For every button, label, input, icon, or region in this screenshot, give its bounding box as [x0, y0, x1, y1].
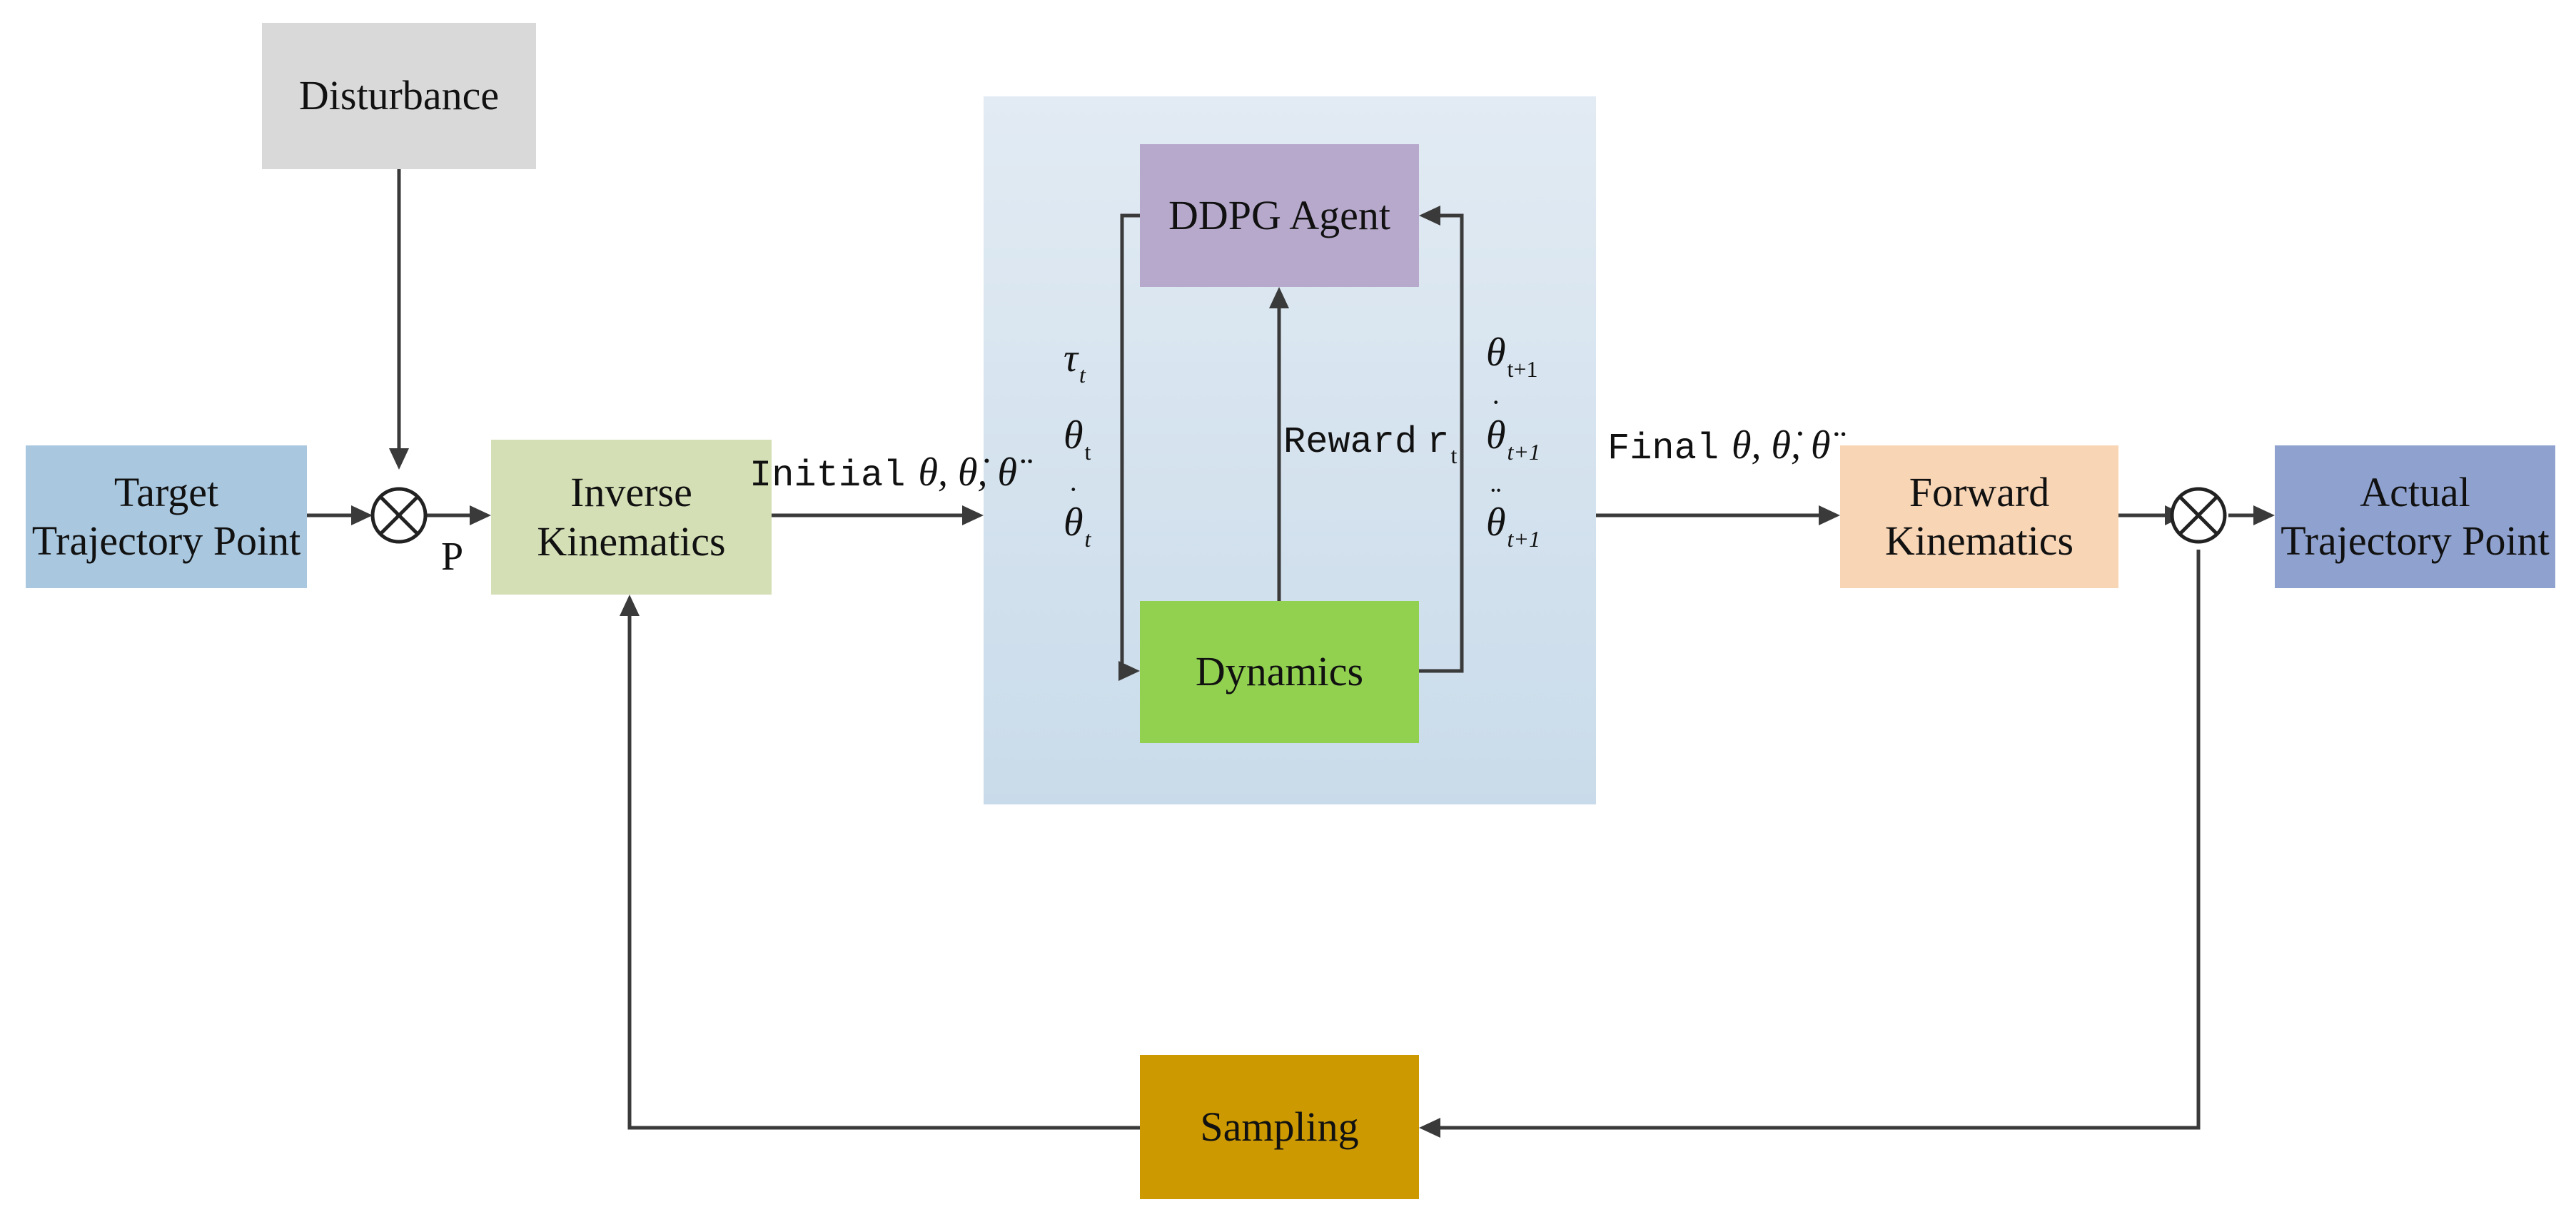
arrowhead-dynamics-left	[1118, 661, 1140, 681]
target-trajectory-block: Target Trajectory Point	[26, 445, 307, 588]
reward-text: Reward	[1283, 421, 1418, 463]
left-thetadot-label: ˙θt	[1064, 480, 1091, 552]
arrowhead-target-sum	[351, 505, 373, 525]
arrowhead-rl-in	[962, 505, 984, 525]
left-theta-label: θt	[1064, 413, 1091, 465]
sum2-cross-b	[2178, 495, 2218, 535]
final-label: Final θ, θ̇, θ̈	[1607, 423, 1831, 470]
left-thetadot: θ	[1064, 500, 1084, 545]
ddpg-agent-block: DDPG Agent	[1140, 144, 1419, 287]
actual-trajectory-block: Actual Trajectory Point	[2275, 445, 2555, 588]
arrowhead-inverse	[470, 505, 491, 525]
reward-r: r	[1427, 421, 1450, 463]
inverse-label-line1: Inverse	[570, 469, 692, 516]
initial-label: Initial θ, θ̇, θ̈	[749, 450, 1017, 497]
reward-sub: t	[1450, 443, 1458, 468]
forward-label-line2: Kinematics	[1884, 517, 2074, 564]
arrowhead-sampling	[1419, 1118, 1440, 1138]
disturbance-label: Disturbance	[298, 72, 500, 119]
arrowhead-actual	[2253, 505, 2275, 525]
left-thetadot-sub: t	[1084, 526, 1091, 552]
final-theta-triplet: θ, θ̇, θ̈	[1732, 423, 1831, 468]
p-text: P	[441, 535, 464, 579]
arrow-feedback-to-sampling	[1440, 550, 2201, 1130]
arrow-sampling-to-inverse	[627, 615, 1140, 1130]
forward-kinematics-block: Forward Kinematics	[1840, 445, 2118, 588]
right-theta-sub: t+1	[1507, 356, 1538, 382]
arrow-dynamics-to-ddpg-right	[1419, 213, 1464, 673]
final-text: Final	[1607, 428, 1719, 470]
right-thetadot: θ	[1486, 413, 1506, 458]
sampling-block: Sampling	[1140, 1055, 1419, 1199]
sampling-label: Sampling	[1200, 1103, 1359, 1150]
left-theta: θ	[1064, 413, 1084, 458]
ddpg-label: DDPG Agent	[1168, 191, 1390, 238]
left-tau-sub: t	[1079, 362, 1086, 388]
left-tau: τ	[1064, 336, 1079, 380]
right-thetaddot-sub: t+1	[1507, 526, 1540, 552]
inverse-label-line2: Kinematics	[537, 517, 726, 565]
arrow-ddpg-to-dynamics	[1118, 213, 1140, 673]
actual-label-line1: Actual	[2360, 468, 2470, 515]
reward-label: Reward rt	[1283, 421, 1457, 469]
dynamics-label: Dynamics	[1195, 648, 1364, 695]
arrowhead-disturbance-sum	[389, 448, 409, 470]
arrowhead-ddpg-up	[1269, 287, 1289, 308]
target-label-line2: Trajectory Point	[31, 517, 301, 564]
left-theta-sub: t	[1084, 439, 1091, 465]
forward-label-line1: Forward	[1909, 468, 2050, 515]
dynamics-block: Dynamics	[1140, 601, 1419, 743]
right-thetadot-label: ˙θt+1	[1486, 393, 1540, 465]
right-theta: θ	[1486, 330, 1506, 375]
right-thetaddot: θ	[1486, 500, 1506, 545]
arrowhead-inverse-up	[620, 595, 640, 616]
right-thetaddot-label: ¨θt+1	[1486, 480, 1540, 552]
initial-theta-triplet: θ, θ̇, θ̈	[918, 450, 1017, 495]
target-label-line1: Target	[113, 468, 219, 515]
left-tau-label: τt	[1064, 335, 1086, 388]
right-theta-label: θt+1	[1486, 330, 1537, 383]
p-label: P	[441, 534, 463, 580]
disturbance-block: Disturbance	[262, 23, 536, 169]
arrowhead-ddpg-right	[1419, 206, 1440, 226]
arrowhead-forward	[1819, 505, 1840, 525]
right-thetadot-sub: t+1	[1507, 439, 1540, 465]
sum1-cross-b	[379, 495, 419, 535]
initial-text: Initial	[749, 455, 906, 497]
inverse-kinematics-block: Inverse Kinematics	[491, 440, 772, 595]
actual-label-line2: Trajectory Point	[2280, 517, 2550, 564]
